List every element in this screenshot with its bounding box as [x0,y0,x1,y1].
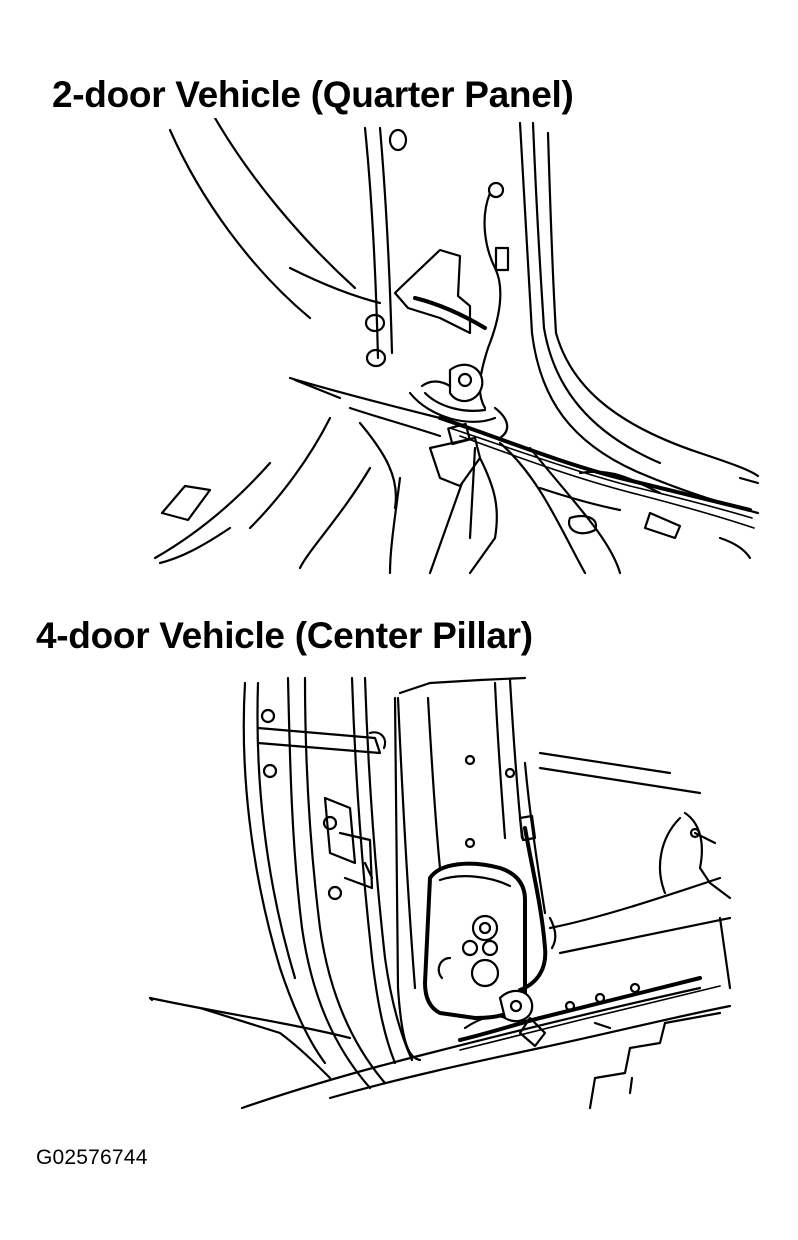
figure-code: G02576744 [36,1146,148,1169]
quarter-panel-line-drawing [153,118,760,575]
center-pillar-illustration [140,668,740,1128]
center-pillar-title: 4-door Vehicle (Center Pillar) [36,615,533,656]
quarter-panel-title: 2-door Vehicle (Quarter Panel) [52,74,574,115]
quarter-panel-illustration [140,118,760,588]
center-pillar-line-drawing [148,676,732,1110]
